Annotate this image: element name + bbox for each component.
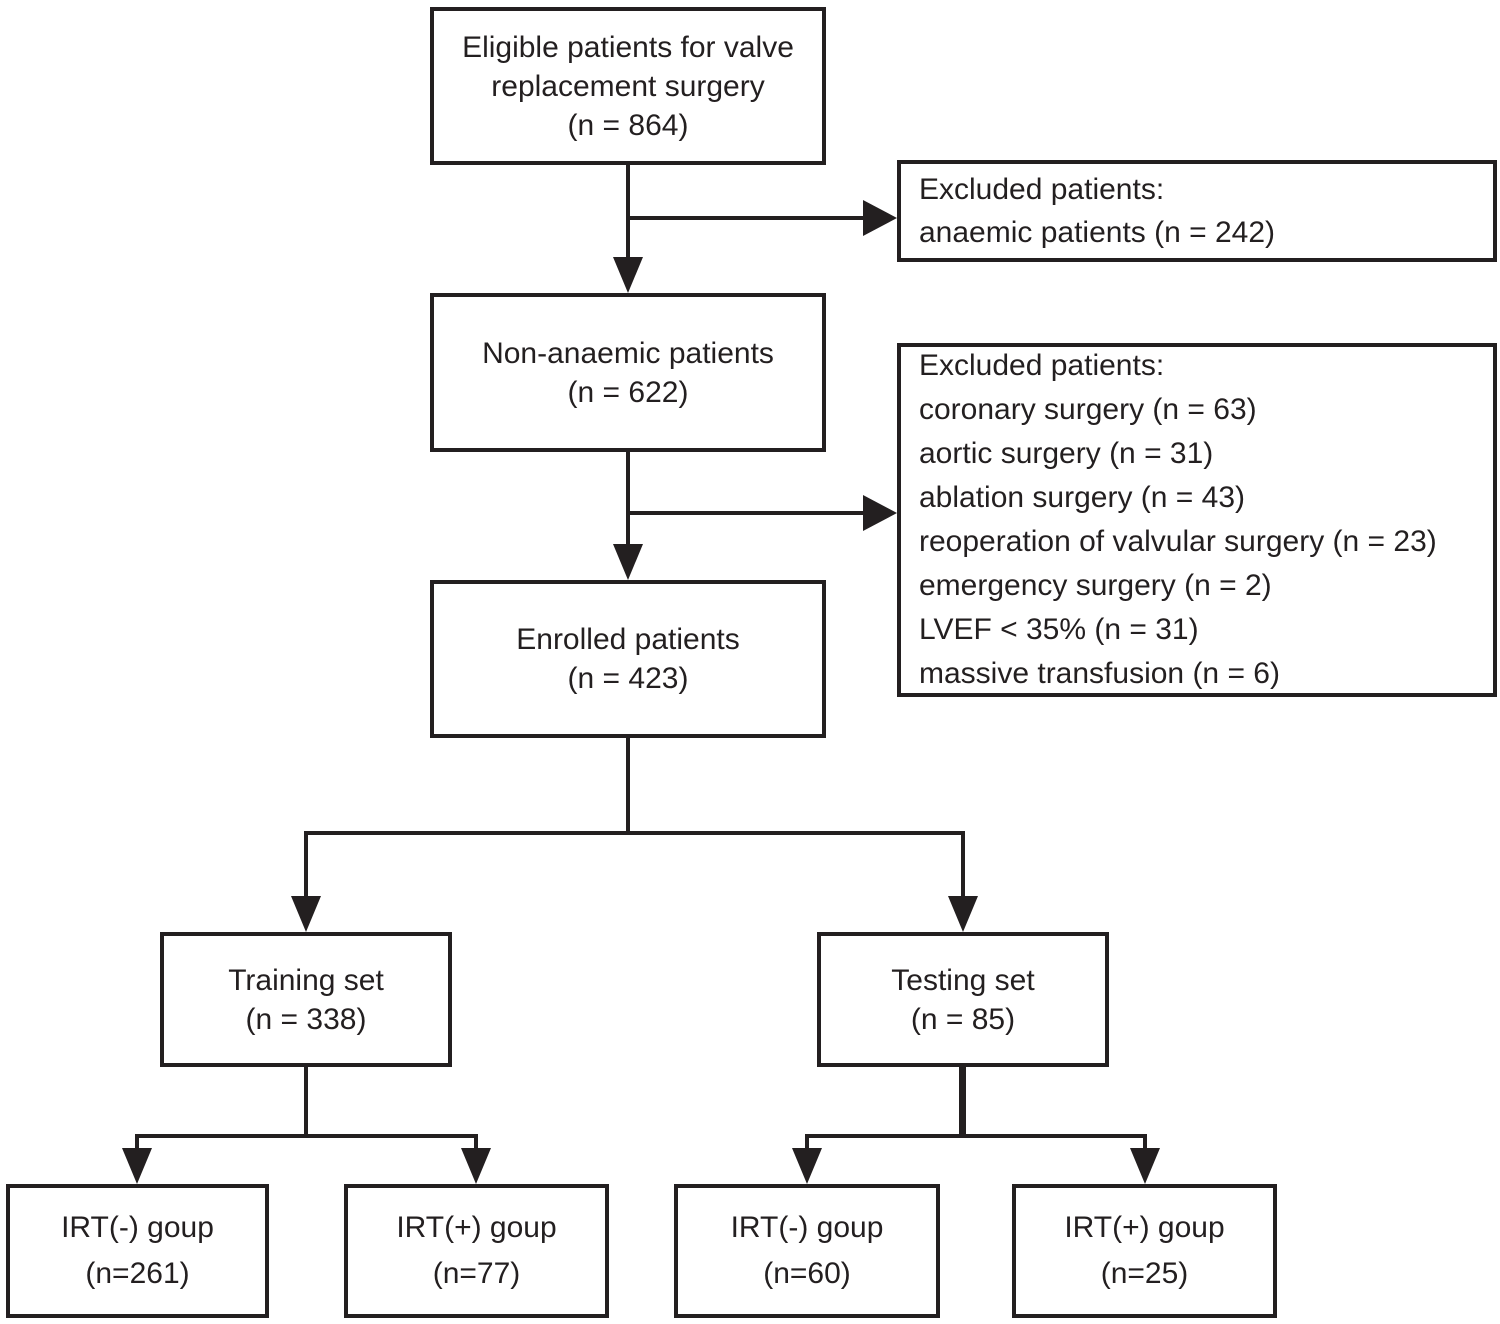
- node-testing-set: Testing set (n = 85): [817, 932, 1109, 1067]
- node-line: coronary surgery (n = 63): [919, 393, 1257, 426]
- connector-split-enrolled: [304, 831, 965, 835]
- node-line: emergency surgery (n = 2): [919, 569, 1272, 602]
- node-enrolled-patients: Enrolled patients (n = 423): [430, 580, 826, 738]
- connector-to-irt-neg-testing: [805, 1136, 809, 1148]
- node-line: (n=60): [763, 1257, 851, 1290]
- node-line: (n=25): [1100, 1257, 1189, 1290]
- connector-testing-stem: [959, 1067, 966, 1138]
- node-excluded-other: Excluded patients: coronary surgery (n =…: [897, 343, 1497, 697]
- connector-to-training: [304, 833, 308, 896]
- node-line: Excluded patients:: [919, 173, 1165, 206]
- node-line: ablation surgery (n = 43): [919, 481, 1246, 514]
- arrowhead-down-icon: [613, 544, 643, 580]
- connector-enrolled-stem: [626, 738, 630, 835]
- arrowhead-down-icon: [1130, 1148, 1160, 1184]
- arrowhead-right-icon: [863, 495, 897, 531]
- connector-to-testing: [961, 833, 965, 896]
- node-line: (n = 338): [245, 1002, 367, 1036]
- node-line: IRT(-) goup: [730, 1211, 884, 1244]
- node-non-anaemic-patients: Non-anaemic patients (n = 622): [430, 293, 826, 452]
- connector-eligible-to-nonanaemic: [626, 165, 630, 257]
- connector-to-irt-pos-training: [474, 1136, 478, 1148]
- node-irt-negative-training: IRT(-) goup (n=261): [6, 1184, 269, 1318]
- arrowhead-right-icon: [863, 200, 897, 236]
- arrowhead-down-icon: [948, 896, 978, 932]
- node-line: Training set: [228, 963, 384, 997]
- node-line: anaemic patients (n = 242): [919, 216, 1276, 249]
- node-line: (n = 864): [567, 108, 689, 142]
- connector-to-irt-pos-testing: [1143, 1136, 1147, 1148]
- node-line: IRT(+) goup: [1064, 1211, 1225, 1244]
- arrowhead-down-icon: [792, 1148, 822, 1184]
- node-irt-positive-training: IRT(+) goup (n=77): [344, 1184, 609, 1318]
- node-line: Excluded patients:: [919, 349, 1165, 382]
- node-line: aortic surgery (n = 31): [919, 437, 1214, 470]
- arrowhead-down-icon: [122, 1148, 152, 1184]
- node-line: Eligible patients for valve: [462, 30, 794, 64]
- node-line: Testing set: [891, 963, 1035, 997]
- node-excluded-anaemic: Excluded patients: anaemic patients (n =…: [897, 160, 1497, 262]
- node-line: reoperation of valvular surgery (n = 23): [919, 525, 1437, 558]
- node-line: (n=261): [85, 1257, 190, 1290]
- arrowhead-down-icon: [291, 896, 321, 932]
- node-training-set: Training set (n = 338): [160, 932, 452, 1067]
- node-line: LVEF < 35% (n = 31): [919, 613, 1199, 646]
- connector-training-stem: [304, 1067, 308, 1138]
- node-irt-positive-testing: IRT(+) goup (n=25): [1012, 1184, 1277, 1318]
- node-line: IRT(+) goup: [396, 1211, 557, 1244]
- connector-split-training: [135, 1134, 478, 1138]
- node-line: IRT(-) goup: [61, 1211, 214, 1244]
- node-line: (n = 85): [910, 1002, 1016, 1036]
- node-line: Non-anaemic patients: [482, 336, 774, 370]
- connector-to-excluded-anaemic: [628, 216, 863, 220]
- node-eligible-patients: Eligible patients for valve replacement …: [430, 7, 826, 165]
- node-line: (n=77): [432, 1257, 521, 1290]
- arrowhead-down-icon: [613, 257, 643, 293]
- connector-split-testing: [805, 1134, 1147, 1138]
- connector-to-irt-neg-training: [135, 1136, 139, 1148]
- node-line: replacement surgery: [491, 69, 765, 103]
- arrowhead-down-icon: [461, 1148, 491, 1184]
- node-irt-negative-testing: IRT(-) goup (n=60): [674, 1184, 940, 1318]
- connector-to-excluded-other: [628, 511, 863, 515]
- node-line: Enrolled patients: [516, 623, 740, 656]
- node-line: (n = 423): [567, 662, 689, 695]
- node-line: (n = 622): [567, 375, 689, 409]
- connector-nonanaemic-to-enrolled: [626, 452, 630, 544]
- node-line: massive transfusion (n = 6): [919, 657, 1280, 690]
